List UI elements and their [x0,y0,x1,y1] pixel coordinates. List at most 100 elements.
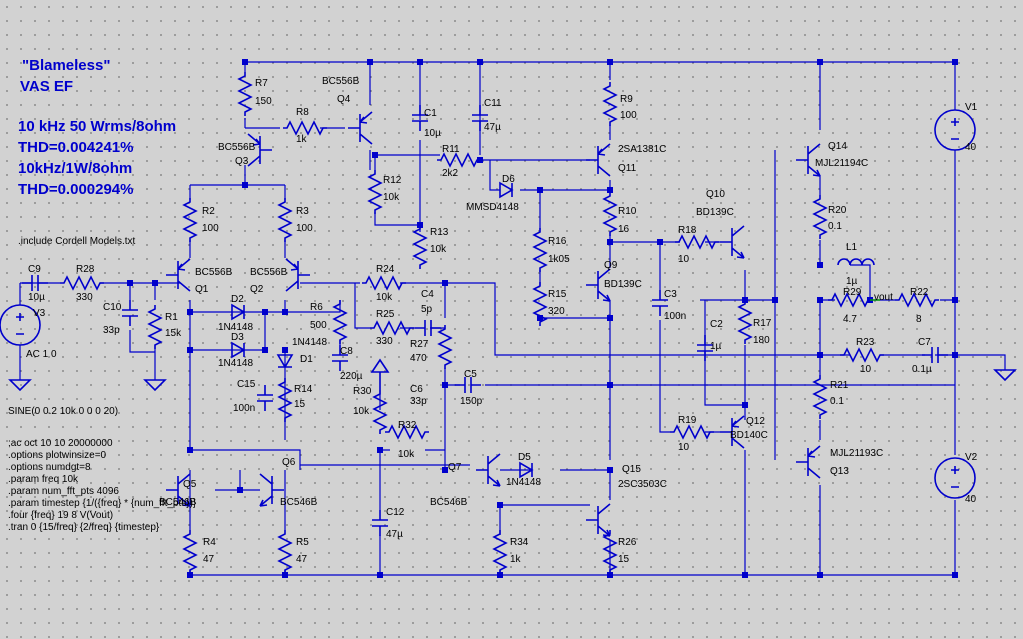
label-l1v: 1µ [846,276,858,287]
label-d1: D1 [300,354,313,365]
label-r10: R10 [618,206,637,217]
label-r21: R21 [830,380,849,391]
label-q15: Q15 [622,464,641,475]
label-d5: D5 [518,452,531,463]
label-q1: Q1 [195,284,209,295]
label-r32: R32 [398,420,417,431]
label-q9m: BD139C [604,279,642,290]
label-q12: Q12 [746,416,765,427]
label-r4v: 47 [203,554,215,565]
label-r25v: 330 [376,336,393,347]
label-c11v: 47µ [484,122,501,133]
label-r12v: 10k [383,192,400,203]
label-r23v: 10 [860,364,872,375]
label-r20: R20 [828,205,847,216]
label-r29: R29 [843,287,862,298]
label-r15v: 320 [548,306,565,317]
label-q13: Q13 [830,466,849,477]
label-r12: R12 [383,175,402,186]
label-r29v: 4.7 [843,314,857,325]
label-c7v: 0.1µ [912,364,932,375]
label-r15: R15 [548,289,567,300]
label-r4: R4 [203,537,216,548]
label-l1: L1 [846,242,858,253]
label-v2v: 40 [965,494,977,505]
label-r16v: 1k05 [548,254,570,265]
label-q4m: BC556B [322,76,360,87]
label-c3v: 100n [664,311,686,322]
spice-directive-line[interactable]: .options plotwinsize=0 [8,450,107,461]
label-c5: C5 [464,369,477,380]
label-c1: C1 [424,108,437,119]
label-d1m: 1N4148 [292,337,327,348]
title-line1: "Blameless" [22,57,110,74]
spice-directives[interactable]: ;ac oct 10 10 20000000.options plotwinsi… [8,438,197,533]
spice-directive-line[interactable]: .options numdgt=8 [8,462,91,473]
label-r6: R6 [310,302,323,313]
label-c10v: 33p [103,325,120,336]
label-r13: R13 [430,227,449,238]
sine-source-spec[interactable]: SINE(0 0.2 10k 0 0 0 20) [8,406,118,417]
label-q6: Q6 [282,457,296,468]
label-q7m: BC546B [430,497,468,508]
label-r24v: 10k [376,292,393,303]
label-d6m: MMSD4148 [466,202,519,213]
label-c6: C6 [410,384,423,395]
spice-directive-line[interactable]: .param freq 10k [8,474,79,485]
result-line2: 10kHz/1W/8ohm [18,160,132,177]
label-c1v: 10µ [424,128,441,139]
label-c12v: 47µ [386,529,403,540]
label-q11m: 2SA1381C [618,144,666,155]
label-r17: R17 [753,318,772,329]
spice-directive-line[interactable]: .tran 0 {15/freq} {2/freq} {timestep} [8,522,160,533]
label-r9: R9 [620,94,633,105]
label-v2: V2 [965,452,978,463]
label-r18: R18 [678,225,697,236]
label-c4: C4 [421,289,434,300]
spice-directive-line[interactable]: .four {freq} 19 8 V(Vout) [8,510,113,521]
label-r34v: 1k [510,554,522,565]
label-r22v: 8 [916,314,922,325]
label-v1: V1 [965,102,978,113]
label-c8: C8 [340,346,353,357]
label-d5m: 1N4148 [506,477,541,488]
label-r32v: 10k [398,449,415,460]
spice-directive-line[interactable]: ;ac oct 10 10 20000000 [8,438,113,449]
label-q14: Q14 [828,141,847,152]
label-c15: C15 [237,379,256,390]
label-r16: R16 [548,236,567,247]
label-q12m: BD140C [730,430,768,441]
label-r3v: 100 [296,223,313,234]
label-c8v: 220µ [340,371,363,382]
title-line2: VAS EF [20,78,73,95]
label-vout: vout [874,292,893,303]
label-r23: R23 [856,337,875,348]
label-r11v: 2k2 [442,168,459,179]
spice-directive-line[interactable]: .param timestep {1/({freq} * {num_fft_pt… [8,498,197,509]
label-r6v: 500 [310,320,327,331]
label-q15m: 2SC3503C [618,479,667,490]
label-c4v: 5p [421,304,433,315]
label-q4: Q4 [337,94,351,105]
label-r30v: 10k [353,406,370,417]
label-q7: Q7 [448,462,462,473]
label-r2v: 100 [202,223,219,234]
label-r27v: 470 [410,353,427,364]
label-r28: R28 [76,264,95,275]
thd-line2: THD=0.000294% [18,181,134,198]
label-c2v: 1µ [710,341,722,352]
label-r11: R11 [442,144,460,155]
label-r2: R2 [202,206,215,217]
spice-directive-line[interactable]: .param num_fft_pts 4096 [8,486,119,497]
label-q3: Q3 [235,156,249,167]
label-v1v: 40 [965,142,977,153]
label-q10: Q10 [706,189,725,200]
include-directive[interactable]: .include Cordell Models.txt [18,236,135,247]
label-q2: Q2 [250,284,264,295]
label-v3: V3 [33,308,46,319]
label-r7v: 150 [255,96,272,107]
label-q11: Q11 [618,163,637,174]
label-q5: Q5 [183,479,197,490]
